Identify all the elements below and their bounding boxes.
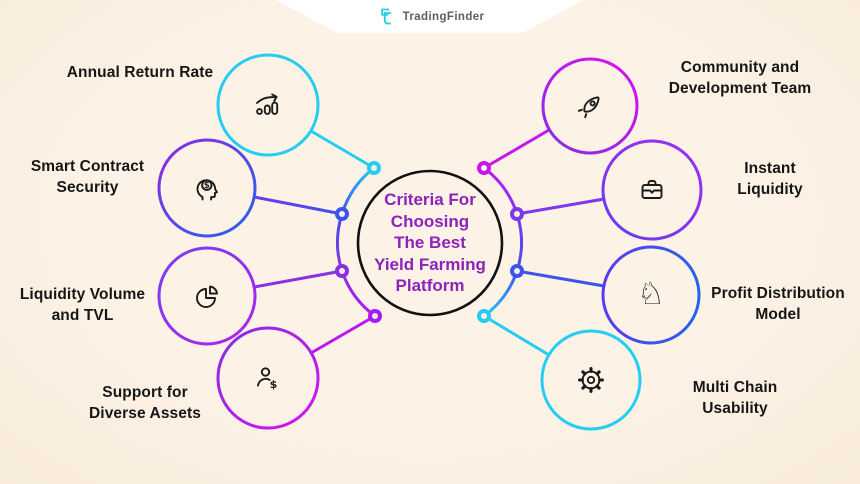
- circle-smart-contract-security: [157, 138, 257, 238]
- label-instant-liquidity: Instant Liquidity: [737, 160, 803, 198]
- dot-profit: [510, 264, 524, 278]
- spoke-annual: [309, 129, 376, 170]
- circle-support-diverse-assets: [216, 326, 320, 430]
- spoke-liquidity: [252, 269, 344, 289]
- spoke-multichain: [482, 314, 551, 357]
- dot-community: [477, 161, 491, 175]
- circle-community-development-team: [541, 57, 639, 155]
- label-annual-return-rate: Annual Return Rate: [66, 64, 214, 81]
- chess-knight-icon: ♘: [637, 276, 665, 312]
- node-circles: [157, 53, 703, 431]
- dot-multichain: [477, 309, 491, 323]
- svg-text:$: $: [270, 378, 278, 391]
- label-liquidity-volume-tvl: Liquidity Volume and TVL: [19, 286, 146, 324]
- label-profit-distribution-model: Profit Distribution Model: [711, 285, 845, 323]
- circle-liquidity-volume-tvl: [157, 246, 257, 346]
- circle-profit-distribution-model: [601, 245, 701, 345]
- spoke-instant: [515, 197, 606, 216]
- dot-liquidity: [335, 264, 349, 278]
- label-community-development-team: Community and Development Team: [668, 59, 812, 97]
- arc-blue-purple: [336, 212, 344, 273]
- label-multi-chain-usability: Multi Chain Usability: [692, 379, 778, 417]
- trend-chart-icon: [256, 93, 279, 115]
- tradingfinder-logo-icon: [380, 8, 391, 25]
- dot-instant: [510, 207, 524, 221]
- label-support-diverse-assets: Support for Diverse Assets: [89, 384, 201, 422]
- connector-dots: [335, 161, 524, 323]
- spoke-community: [482, 128, 551, 170]
- circle-instant-liquidity: [601, 139, 703, 241]
- briefcase-icon: [641, 180, 663, 199]
- central-hub-circle: [356, 169, 504, 317]
- spoke-profit: [515, 269, 606, 288]
- circle-annual-return-rate: [216, 53, 320, 157]
- brand-name: TradingFinder: [402, 10, 485, 23]
- arc-purple-blue: [515, 212, 523, 273]
- circle-multi-chain-usability: [540, 329, 642, 431]
- central-title: Criteria For Choosing The Best Yield Far…: [374, 190, 486, 295]
- user-dollar-icon: $: [257, 367, 278, 391]
- dot-annual: [367, 161, 381, 175]
- spoke-lines: [252, 128, 606, 357]
- spoke-smart: [252, 195, 344, 216]
- gear-icon: [578, 367, 604, 393]
- head-dollar-icon: $: [196, 179, 218, 201]
- dot-support: [368, 309, 382, 323]
- spoke-support: [309, 314, 377, 355]
- rocket-icon: [577, 96, 600, 119]
- dot-smart: [335, 207, 349, 221]
- svg-text:$: $: [204, 181, 210, 191]
- label-smart-contract-security: Smart Contract Security: [30, 158, 145, 196]
- pie-chart-icon: [196, 285, 218, 308]
